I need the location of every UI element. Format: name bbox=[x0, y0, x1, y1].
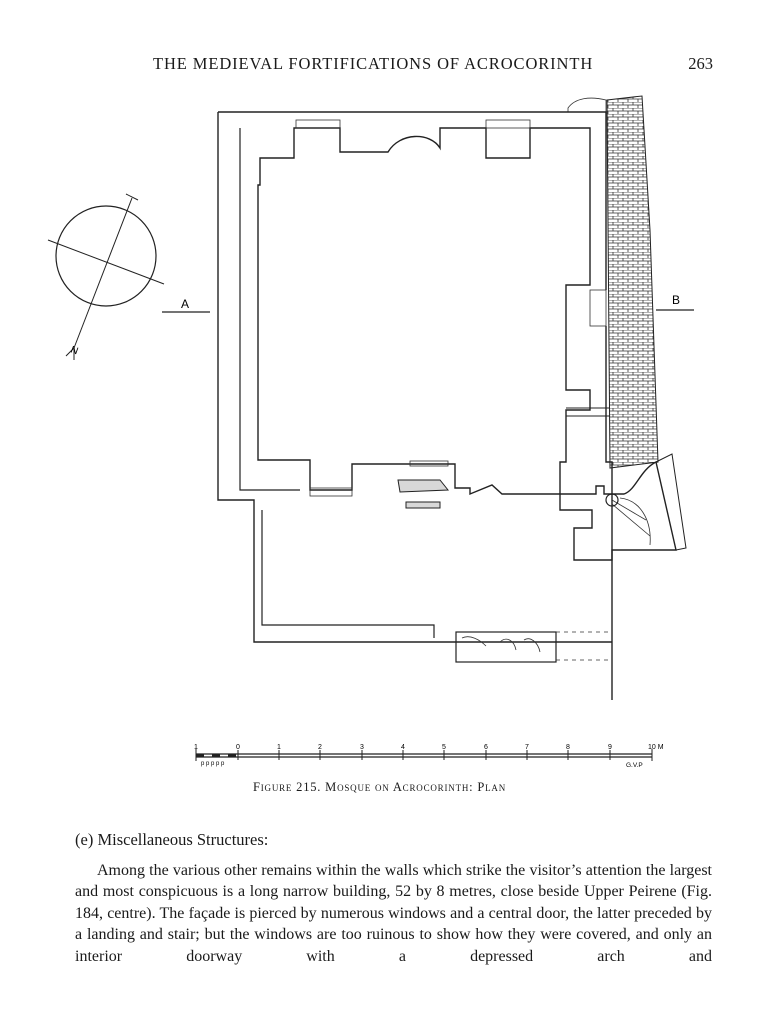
inner-south-wall bbox=[261, 510, 435, 638]
outer-wall-west bbox=[217, 112, 612, 643]
minbar bbox=[409, 460, 449, 467]
scale-ruler: p p p p p bbox=[195, 749, 653, 767]
caption-title: Mosque on Acrocorinth: Plan bbox=[325, 780, 507, 794]
minaret-base bbox=[559, 460, 677, 561]
scale-tick-label: 0 bbox=[236, 744, 240, 751]
mosque-plan-drawing: A B N bbox=[47, 95, 694, 700]
ruined-annex bbox=[455, 631, 557, 663]
body-paragraph: Among the various other remains within t… bbox=[75, 862, 712, 965]
author-initials: G.V.P bbox=[626, 762, 643, 769]
section-heading: (e) Miscellaneous Structures: bbox=[75, 830, 269, 849]
prayer-hall-outline bbox=[257, 127, 591, 496]
scale-tick-label: 4 bbox=[401, 744, 405, 751]
svg-text:p p p p p: p p p p p bbox=[201, 761, 225, 767]
rock-outcrop bbox=[567, 97, 607, 113]
figure-caption: Figure 215. Mosque on Acrocorinth: Plan bbox=[0, 780, 759, 795]
minaret-east-wall bbox=[655, 453, 687, 551]
masonry-wall bbox=[606, 95, 659, 469]
minaret-stair bbox=[611, 497, 651, 546]
scale-tick-label: 6 bbox=[484, 744, 488, 751]
scale-tick-label: 7 bbox=[525, 744, 529, 751]
section-label-a: A bbox=[181, 297, 189, 311]
page-number: 263 bbox=[688, 54, 713, 73]
scale-tick-label: 3 bbox=[360, 744, 364, 751]
section-label-b: B bbox=[672, 293, 680, 307]
scale-tick-label: 9 bbox=[608, 744, 612, 751]
scale-tick-label: 8 bbox=[566, 744, 570, 751]
scale-tick-label: 1 bbox=[194, 744, 198, 751]
scale-tick-label: 10 M bbox=[648, 744, 664, 751]
east-door bbox=[589, 289, 607, 327]
north-label: N bbox=[69, 344, 80, 357]
window-south-1 bbox=[309, 487, 353, 497]
running-head: THE MEDIEVAL FORTIFICATIONS OF ACROCORIN… bbox=[153, 54, 713, 78]
scale-tick-label: 2 bbox=[318, 744, 322, 751]
scale-tick-label: 5 bbox=[442, 744, 446, 751]
body-text: Among the various other remains within t… bbox=[75, 860, 712, 967]
scale-bar: p p p p p 1 0 1 2 3 4 5 6 7 8 9 10 M G.V… bbox=[194, 744, 664, 769]
fountain-blocks bbox=[397, 479, 450, 509]
scale-tick-label: 1 bbox=[277, 744, 281, 751]
minaret-shaft bbox=[605, 493, 619, 507]
east-passage bbox=[566, 407, 610, 417]
inner-west-wall bbox=[239, 128, 300, 491]
window-north-1 bbox=[295, 119, 341, 129]
caption-prefix: Figure 215. bbox=[252, 780, 322, 794]
outer-wall bbox=[218, 111, 613, 700]
window-north-2 bbox=[485, 119, 531, 129]
annex-rubble bbox=[461, 636, 541, 653]
running-title: THE MEDIEVAL FORTIFICATIONS OF ACROCORIN… bbox=[153, 54, 594, 73]
north-arrow: N bbox=[47, 193, 165, 360]
